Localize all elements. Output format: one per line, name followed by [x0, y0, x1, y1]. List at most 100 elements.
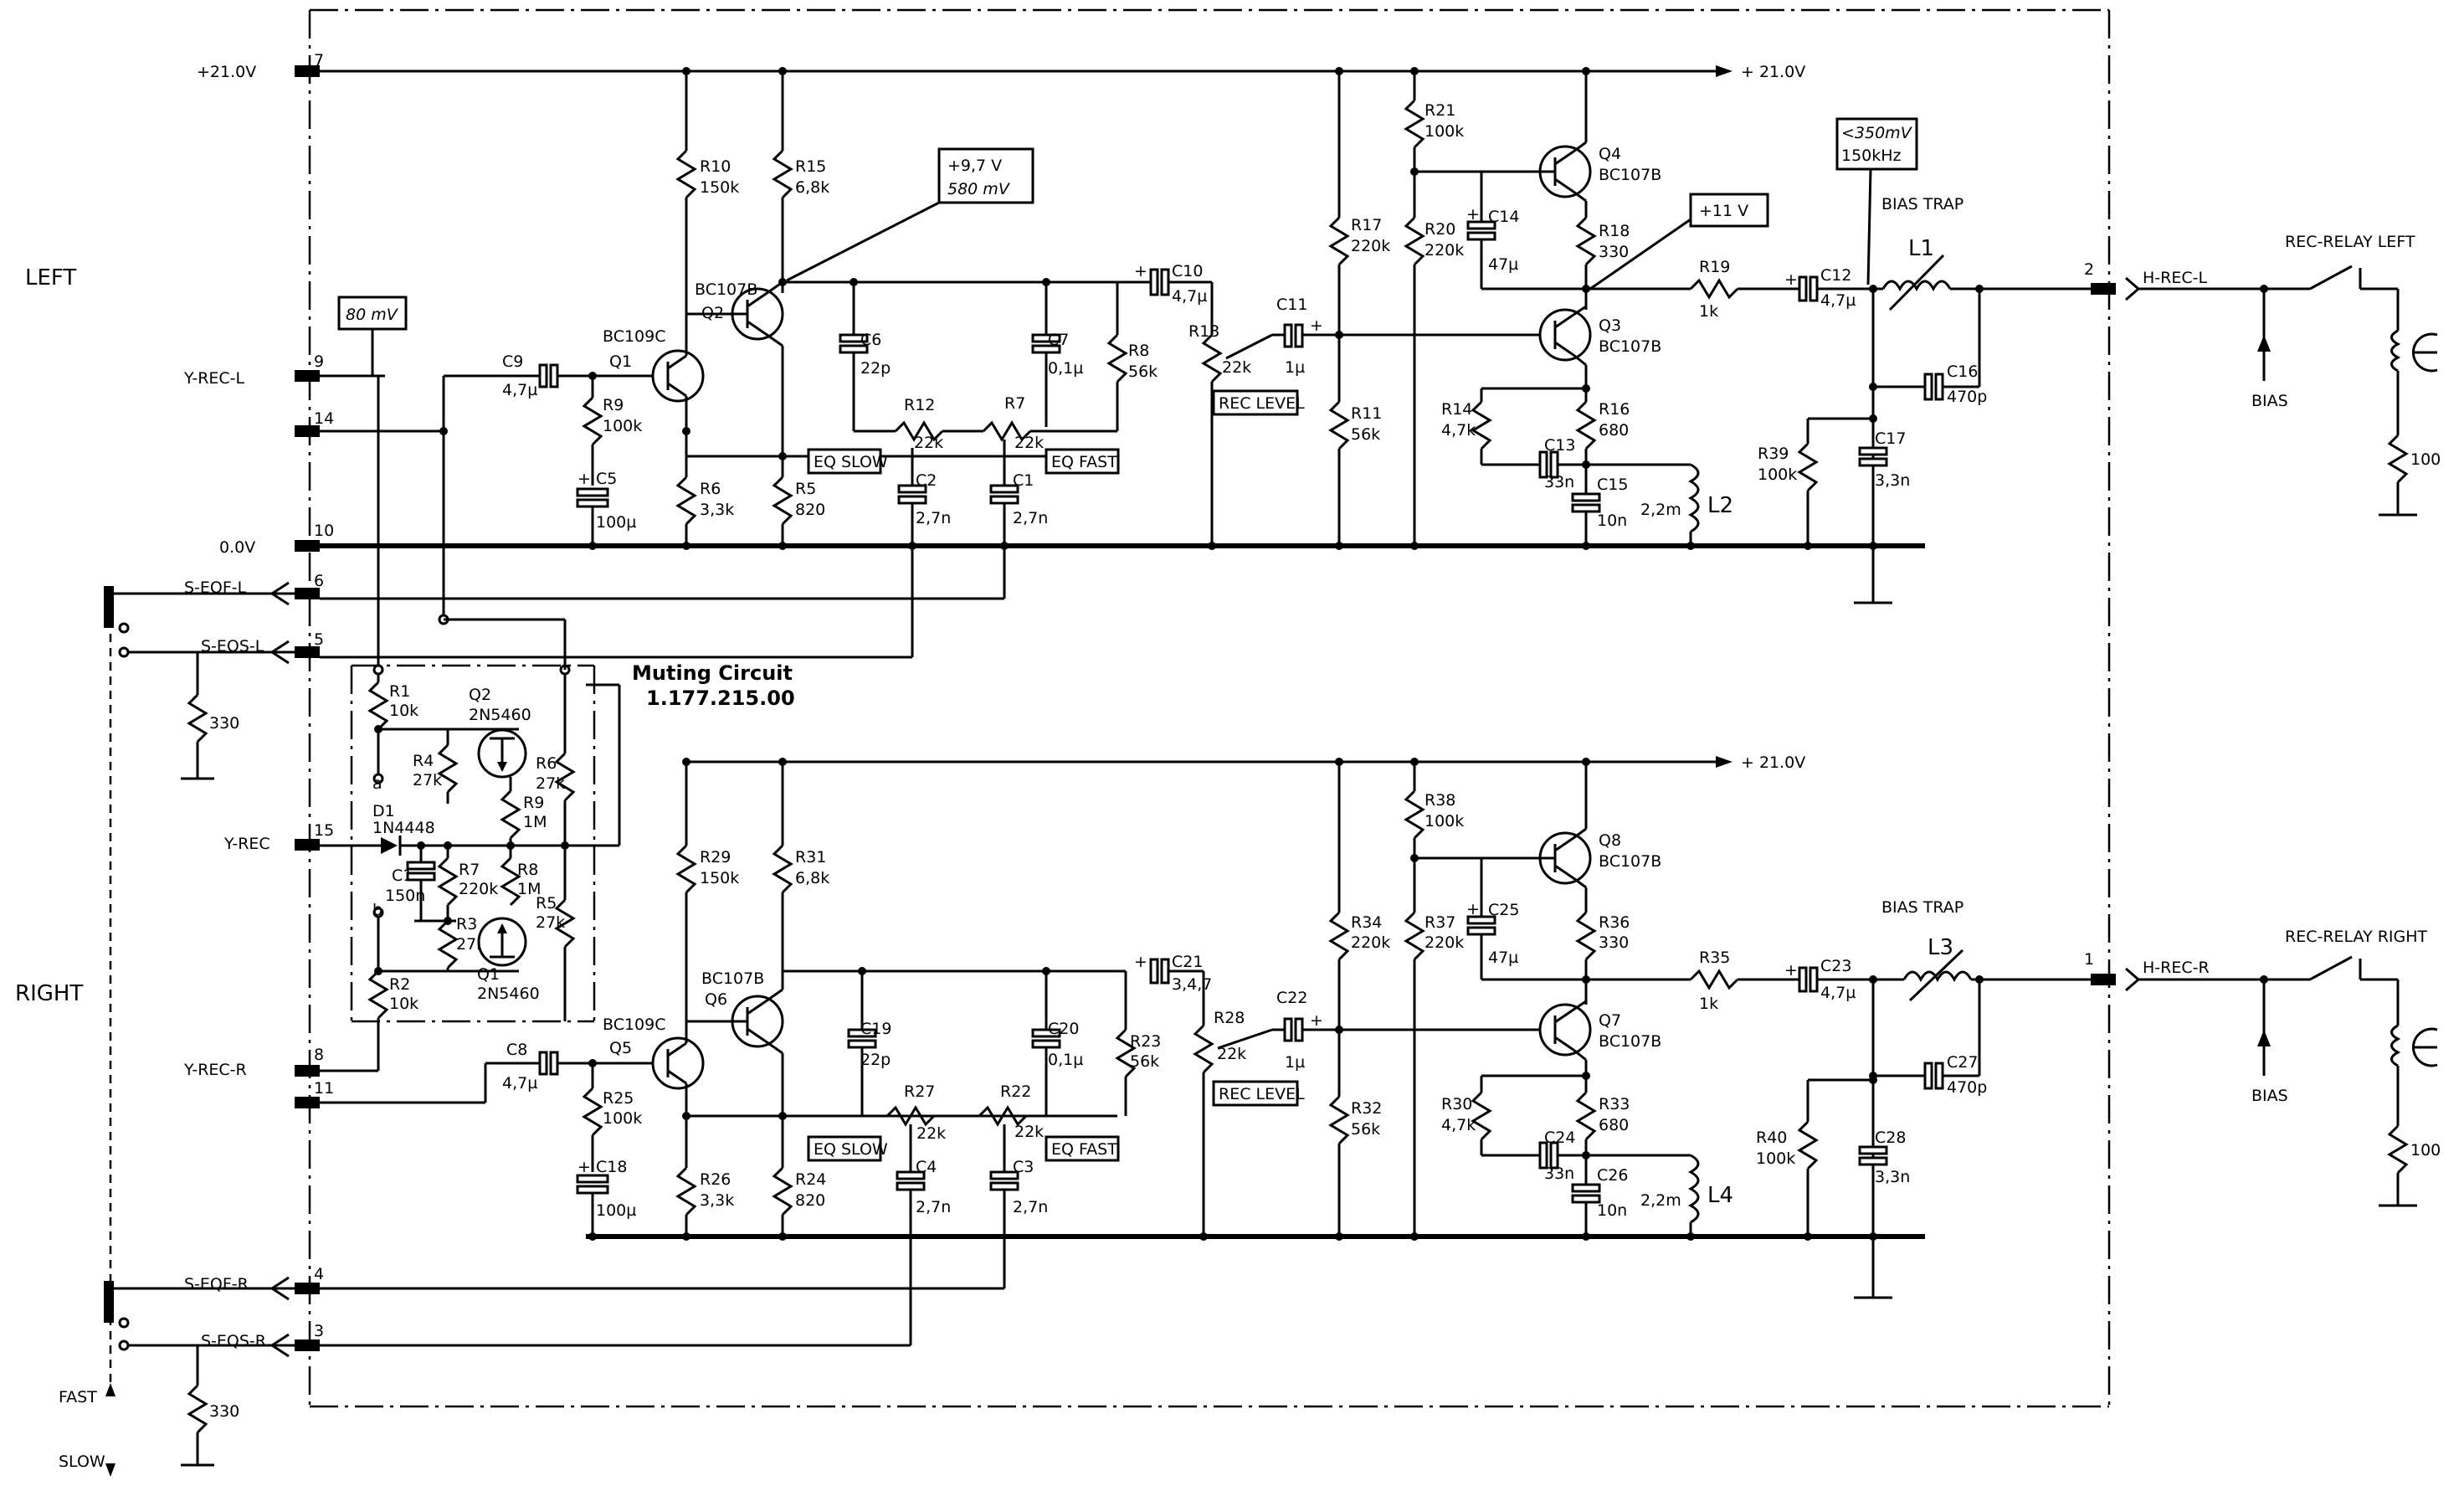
- svg-text:R10: R10: [700, 157, 731, 176]
- svg-text:10k: 10k: [389, 995, 418, 1013]
- rec-level-label-left: REC LEVEL: [1219, 394, 1305, 413]
- svg-text:10n: 10n: [1597, 512, 1627, 530]
- svg-text:Q3: Q3: [1599, 316, 1621, 335]
- terminal-s-eqf-r: S-EQF-R: [184, 1275, 249, 1293]
- svg-text:470p: 470p: [1947, 1078, 1987, 1097]
- svg-text:22k: 22k: [914, 434, 943, 452]
- supply-rail-top: +21.0V + 21.0V: [197, 63, 1805, 81]
- svg-text:R22: R22: [1000, 1082, 1031, 1101]
- eq-slow-label-left: EQ SLOW: [814, 453, 888, 471]
- svg-text:C5: C5: [596, 470, 617, 488]
- svg-text:R16: R16: [1599, 400, 1630, 419]
- svg-text:680: 680: [1599, 421, 1629, 440]
- svg-text:100k: 100k: [603, 1109, 642, 1128]
- svg-text:C24: C24: [1544, 1129, 1575, 1147]
- svg-text:BC109C: BC109C: [603, 1016, 666, 1034]
- svg-text:C18: C18: [596, 1158, 627, 1176]
- svg-text:R7: R7: [1004, 394, 1025, 413]
- terminal-pins: 9 Y-REC-L 14 10 7 6 S-EQF-L 5 S-EQS-L 15…: [183, 51, 334, 1351]
- supply-label-right: + 21.0V: [1741, 63, 1805, 81]
- svg-text:1: 1: [2084, 950, 2094, 969]
- svg-text:C21: C21: [1172, 953, 1203, 971]
- svg-text:R26: R26: [700, 1170, 731, 1189]
- svg-text:100µ: 100µ: [596, 1201, 636, 1220]
- svg-text:11: 11: [314, 1079, 334, 1098]
- rec-relay-right-label: REC-RELAY RIGHT: [2285, 928, 2428, 946]
- svg-text:3,3n: 3,3n: [1875, 1168, 1910, 1186]
- svg-text:R9: R9: [523, 794, 544, 812]
- q2-signal-annotation: 580 mV: [947, 180, 1011, 198]
- svg-text:C22: C22: [1276, 989, 1307, 1007]
- svg-text:C25: C25: [1488, 901, 1519, 919]
- svg-text:R6: R6: [700, 480, 721, 498]
- svg-text:100: 100: [2410, 450, 2441, 469]
- svg-text:27k: 27k: [536, 774, 565, 793]
- svg-text:100k: 100k: [603, 417, 642, 435]
- svg-text:1M: 1M: [517, 880, 541, 898]
- svg-text:R12: R12: [904, 396, 935, 414]
- svg-text:R21: R21: [1424, 101, 1455, 120]
- svg-text:2N5460: 2N5460: [469, 706, 531, 724]
- trap-frequency-annotation: 150kHz: [1841, 147, 1902, 165]
- svg-text:150n: 150n: [385, 887, 425, 905]
- svg-text:R31: R31: [795, 848, 826, 866]
- svg-text:2,7n: 2,7n: [916, 1198, 951, 1216]
- svg-text:4: 4: [314, 1265, 324, 1283]
- svg-text:820: 820: [795, 501, 825, 519]
- svg-text:R24: R24: [795, 1170, 826, 1189]
- svg-text:7: 7: [314, 51, 324, 69]
- svg-text:4,7µ: 4,7µ: [1820, 291, 1856, 310]
- svg-text:100k: 100k: [1758, 465, 1797, 484]
- svg-text:22p: 22p: [860, 1051, 891, 1069]
- svg-text:R18: R18: [1599, 222, 1630, 240]
- svg-text:Q1: Q1: [609, 352, 632, 371]
- svg-text:27k: 27k: [413, 771, 442, 789]
- bias-trap-label-left: BIAS TRAP: [1881, 195, 1964, 213]
- r330-top-value: 330: [209, 714, 239, 733]
- svg-text:Q7: Q7: [1599, 1011, 1621, 1030]
- svg-text:Q8: Q8: [1599, 831, 1621, 850]
- svg-text:R40: R40: [1756, 1129, 1787, 1147]
- svg-text:C17: C17: [1875, 429, 1906, 448]
- svg-text:Q2: Q2: [701, 304, 724, 322]
- svg-text:22k: 22k: [1014, 434, 1044, 452]
- svg-text:C2: C2: [916, 471, 937, 490]
- output-h-rec-l: H-REC-L: [2143, 269, 2207, 287]
- svg-text:C10: C10: [1172, 262, 1203, 280]
- svg-text:6,8k: 6,8k: [795, 178, 829, 197]
- svg-text:330: 330: [1599, 243, 1629, 261]
- svg-text:2,2m: 2,2m: [1640, 501, 1681, 519]
- svg-text:BC109C: BC109C: [603, 327, 666, 346]
- svg-text:C3: C3: [1013, 1158, 1034, 1176]
- terminal-y-rec-l: Y-REC-L: [183, 369, 245, 388]
- svg-text:100: 100: [2410, 1141, 2441, 1159]
- svg-text:BC107B: BC107B: [1599, 1032, 1661, 1051]
- svg-text:2,7n: 2,7n: [1013, 1198, 1048, 1216]
- svg-text:BC107B: BC107B: [1599, 337, 1661, 356]
- svg-text:4,7k: 4,7k: [1441, 421, 1476, 440]
- svg-text:R29: R29: [700, 848, 731, 866]
- module-boundary: [109, 8, 2111, 1408]
- svg-text:4,7µ: 4,7µ: [1820, 984, 1856, 1002]
- output-h-rec-r: H-REC-R: [2143, 959, 2210, 977]
- svg-text:Q4: Q4: [1599, 145, 1621, 163]
- svg-text:0,1µ: 0,1µ: [1048, 359, 1083, 378]
- svg-text:220k: 220k: [1351, 933, 1390, 952]
- svg-text:Q2: Q2: [469, 686, 491, 704]
- svg-text:56k: 56k: [1351, 425, 1380, 444]
- svg-text:C19: C19: [860, 1020, 891, 1038]
- svg-text:C23: C23: [1820, 957, 1851, 975]
- svg-text:R37: R37: [1424, 913, 1455, 932]
- svg-text:a: a: [372, 774, 382, 793]
- svg-text:0,1µ: 0,1µ: [1048, 1051, 1083, 1069]
- left-section-label: LEFT: [25, 265, 76, 291]
- rec-relay-left-label: REC-RELAY LEFT: [2285, 233, 2415, 251]
- svg-text:R15: R15: [795, 157, 826, 176]
- svg-text:3,4,7: 3,4,7: [1172, 975, 1212, 994]
- ground-label: 0.0V: [219, 538, 255, 557]
- svg-text:10k: 10k: [389, 702, 418, 720]
- svg-text:1k: 1k: [1699, 302, 1718, 321]
- svg-text:1µ: 1µ: [1285, 358, 1305, 377]
- fast-label: FAST: [59, 1388, 97, 1406]
- svg-text:10n: 10n: [1597, 1201, 1627, 1220]
